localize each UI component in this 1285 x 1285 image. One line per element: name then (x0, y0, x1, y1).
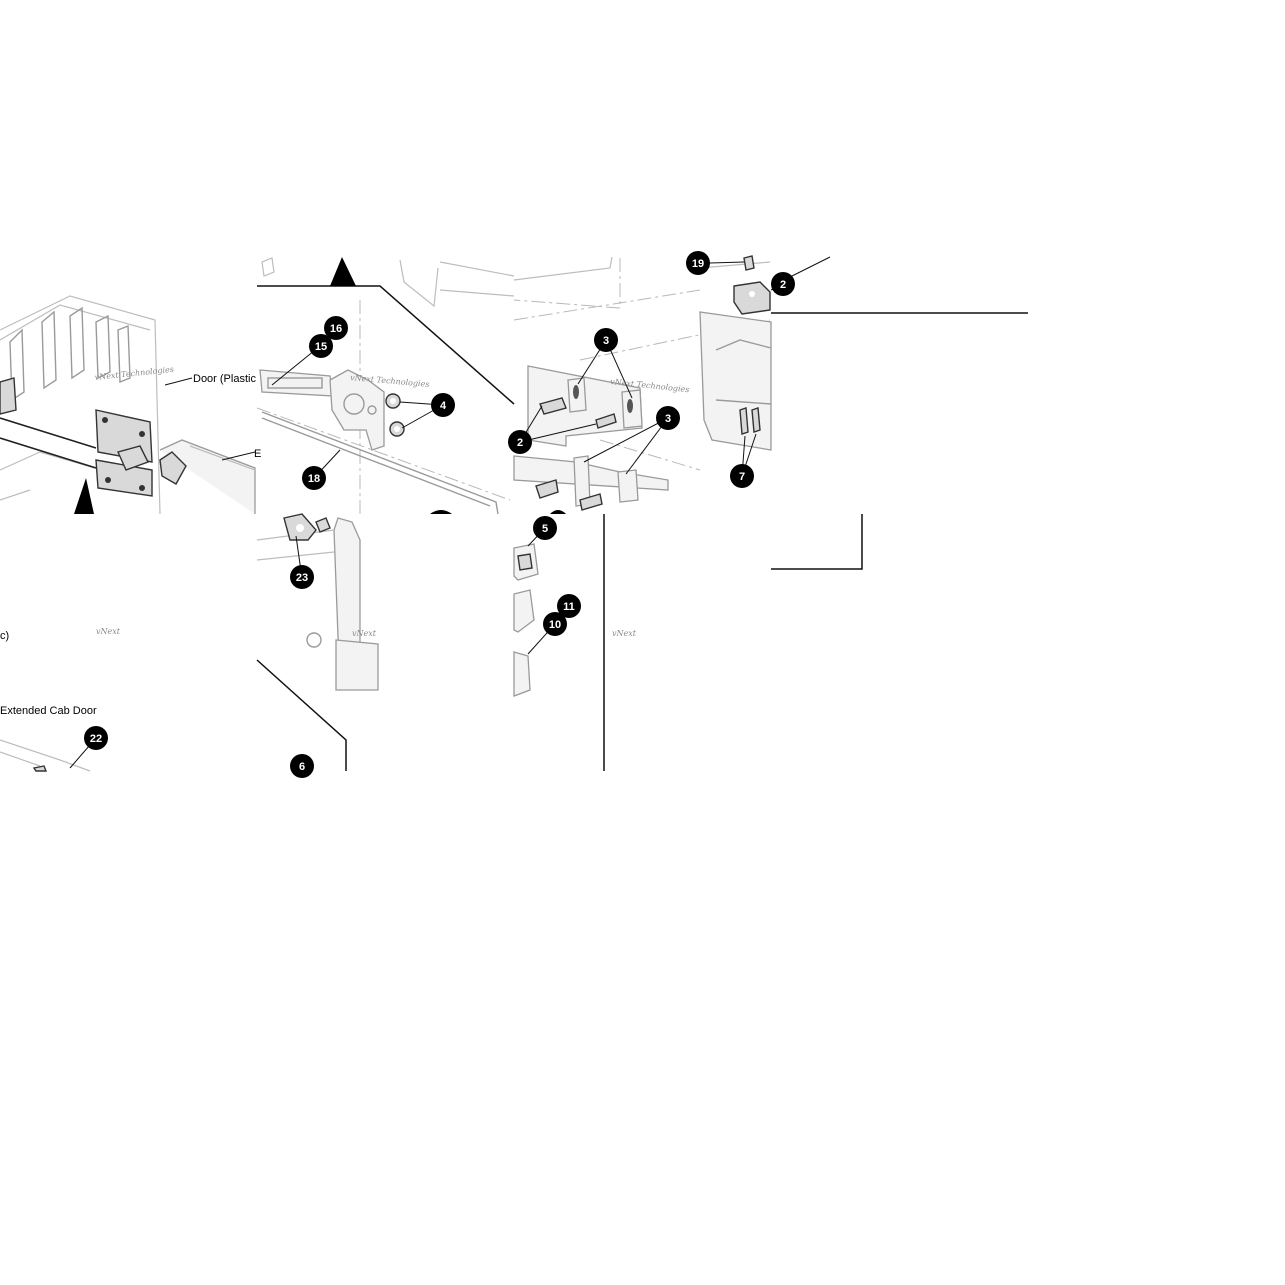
svg-text:19: 19 (692, 258, 704, 270)
svg-text:22: 22 (90, 733, 102, 745)
tile-frame-right (771, 256, 1028, 314)
callout-5: 5 (533, 516, 557, 540)
tile-latch-assembly: vNext Technologies (256, 257, 515, 515)
watermark-text: vNext Technologies (94, 365, 174, 382)
watermark-text: vNext (96, 627, 121, 636)
callout-3-upper: 3 (594, 328, 618, 352)
callout-10: 10 (543, 612, 567, 636)
svg-text:15: 15 (315, 341, 327, 353)
tile-bracket-lower: vNext (513, 514, 637, 771)
svg-text:2: 2 (780, 279, 786, 291)
callout-18: 18 (302, 466, 326, 490)
callout-22: 22 (84, 726, 108, 750)
svg-text:5: 5 (542, 523, 548, 535)
callout-6: 6 (290, 754, 314, 778)
callout-15: 15 (309, 334, 333, 358)
callout-2-top: 2 (771, 272, 795, 296)
svg-text:16: 16 (330, 323, 342, 335)
label-plastic-fragment: c) (0, 630, 9, 642)
svg-text:2: 2 (517, 437, 523, 449)
tile-frame-lower (771, 514, 863, 570)
callout-23: 23 (290, 565, 314, 589)
label-cut-letter: E (254, 448, 261, 460)
callout-2-left: 2 (508, 430, 532, 454)
svg-text:23: 23 (296, 572, 308, 584)
label-extended-cab-door: Extended Cab Door (0, 705, 97, 717)
callout-19: 19 (686, 251, 710, 275)
label-door-plastic: Door (Plastic (193, 373, 256, 385)
callout-7: 7 (730, 464, 754, 488)
tile-bracket-assembly: vNext Technologies (513, 255, 784, 514)
svg-text:4: 4 (440, 400, 447, 412)
callout-11: 11 (557, 594, 581, 618)
watermark-text: vNext (612, 629, 637, 638)
svg-text:18: 18 (308, 473, 320, 485)
watermark-text: vNext (352, 629, 377, 638)
svg-text:11: 11 (563, 601, 575, 613)
svg-text:10: 10 (549, 619, 561, 631)
tile-door-panel: Door (Plastic E vNext Technologies (0, 295, 261, 515)
callout-3-lower: 3 (656, 406, 680, 430)
callout-4: 4 (431, 393, 455, 417)
svg-text:3: 3 (603, 335, 609, 347)
svg-text:7: 7 (739, 471, 745, 483)
svg-text:6: 6 (299, 761, 305, 773)
svg-text:3: 3 (665, 413, 671, 425)
callout-16: 16 (324, 316, 348, 340)
tile-latch-handle: vNext (256, 513, 379, 771)
tile-door-lower: c) Extended Cab Door vNext (0, 627, 121, 772)
